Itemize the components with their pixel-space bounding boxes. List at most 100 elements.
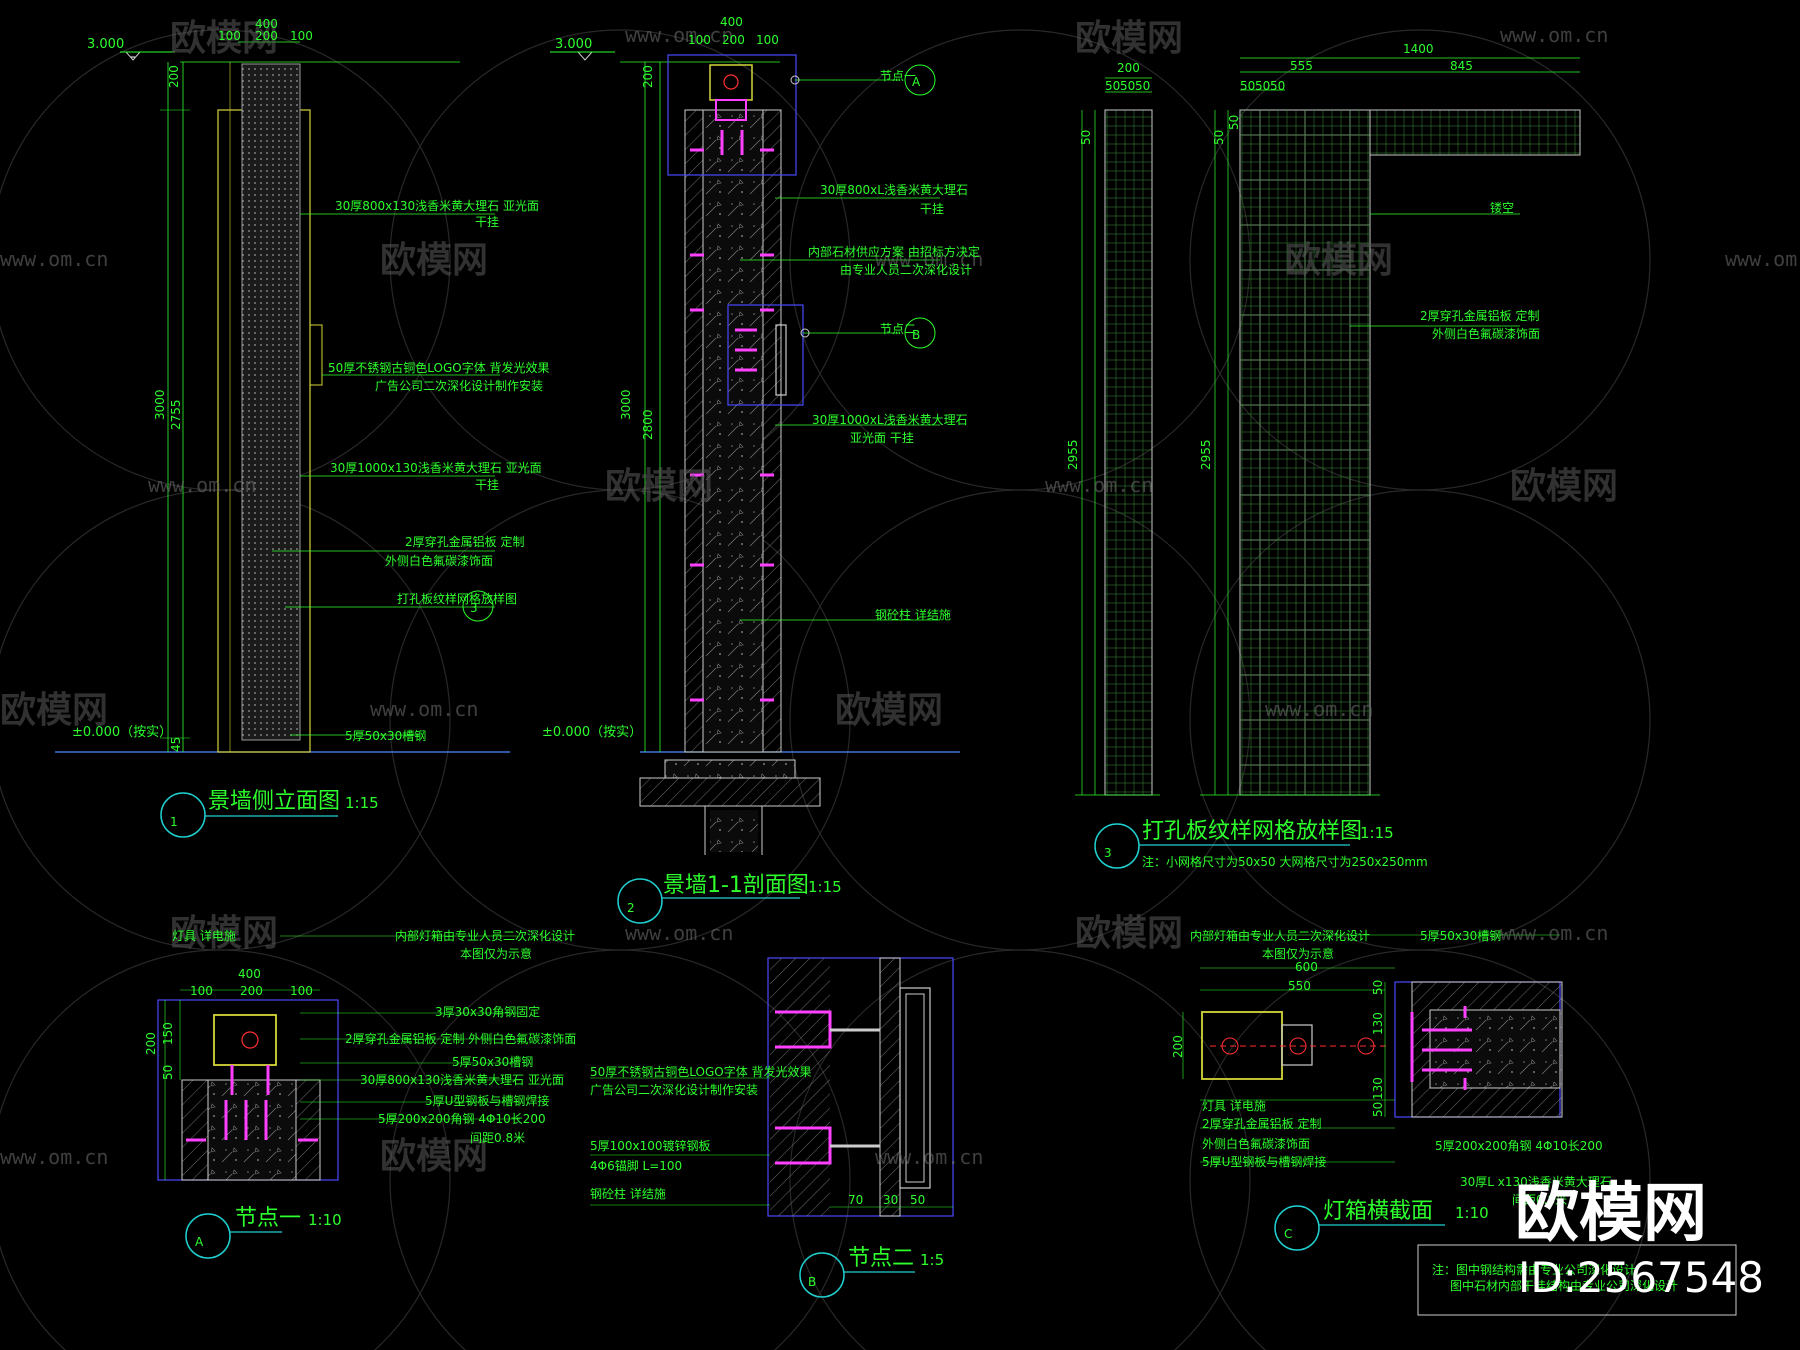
note-logo: 50厚不锈钢古铜色LOGO字体 背发光效果 [590,1064,812,1079]
callout-3-label: 3 [470,601,478,615]
drawing-3-text: 200 50 50 50 1400 555 845 50 50 50 2955 … [1066,42,1540,869]
dim-label: 200 [255,29,278,43]
watermark-brand: 欧模网 [1285,240,1393,281]
dim-label: 50 [1135,79,1150,93]
label-hollow: 镂空 [1490,201,1514,215]
note-perforated-panel: 2厚穿孔金属铝板 定制 外侧白色氟碳漆饰面 [345,1031,576,1046]
dim-label: 50 [1255,79,1270,93]
watermark-brand: 欧模网 [1075,913,1183,954]
drawing-2-title: 景墙1-1剖面图 [663,873,809,898]
dim-label: 200 [722,33,745,47]
level-bottom-label: ±0.000（按实） [542,725,642,740]
drawing-1-side-elevation [55,41,510,838]
note-lightbox-design: 内部灯箱由专业人员二次深化设计 [1190,928,1370,943]
note-steel-plate: 5厚100x100镀锌钢板 [590,1139,711,1153]
dim-label: 600 [1295,960,1318,974]
dim-label: 2955 [1066,439,1080,470]
dim-label: 130 [1371,1012,1385,1035]
watermark-url: www.om.cn [625,921,733,945]
drawing-2-scale: 1:15 [808,878,842,896]
dim-label: 2955 [1199,439,1213,470]
note-anchor: 4Φ6锚脚 L=100 [590,1158,682,1173]
dim-width-label: 400 [720,15,743,29]
detail-c-title: 灯箱横截面 [1323,1199,1433,1224]
note-rc-column: 钢砼柱 详结施 [590,1186,666,1201]
note-dry-hang: 干挂 [475,215,499,229]
dim-label: 50 [1105,79,1120,93]
detail-a-text: 400 100 200 100 200 150 50 灯具 详电施 内部灯箱由专… [144,928,576,1249]
drawing-3-perforated-grid [1075,57,1581,869]
detail-a-node-one [157,935,520,1259]
note-dry-hang: 干挂 [920,202,944,216]
note-lamp: 灯具 详电施 [172,928,236,943]
detail-a-title: 节点一 [235,1206,301,1231]
watermark-url: www.om.cn [1500,23,1608,47]
dim-width-label: 400 [255,17,278,31]
dim-label: 50 [1212,130,1226,145]
note-channel-steel: 5厚50x30槽钢 [452,1055,533,1069]
drawing-2-text: 3.000 400 100 200 100 200 3000 2800 30厚8… [542,15,980,915]
dim-label: 200 [240,984,263,998]
note-stone-1000: 30厚1000x130浅香米黄大理石 亚光面 [330,461,542,475]
dim-label: 150 [161,1022,175,1045]
note-logo: 50厚不锈钢古铜色LOGO字体 背发光效果 [328,360,550,375]
note-schematic: 本图仅为示意 [460,946,532,961]
note-stone: 30厚L x130浅香米黄大理石 [1460,1175,1612,1189]
detail-a-scale: 1:10 [308,1211,342,1229]
dim-label: 130 [1371,1077,1385,1100]
corner-watermark-brand: 欧模网 [1515,1177,1707,1251]
corner-watermark: 欧模网 ID:2567548 [1515,1177,1764,1302]
callout-node-two-label: 节点二 [880,322,916,336]
dim-label: 50 [1371,1102,1385,1117]
footnote-line-1: 注：图中钢结构需由专业公司深化设计 [1432,1262,1636,1277]
dim-label: 100 [290,984,313,998]
callout-a-letter: A [912,75,921,89]
dim-label: 845 [1450,59,1473,73]
dim-label: 50 [1270,79,1285,93]
note-channel-steel: 5厚50x30槽钢 [1420,929,1501,943]
drawing-1-title: 景墙侧立面图 [208,789,340,814]
detail-a-letter: A [195,1235,204,1249]
note-spacing: 间距0.8米 [1512,1193,1567,1207]
drawing-1-scale: 1:15 [345,794,379,812]
note-angle-200: 5厚200x200角钢 4Φ10长200 [378,1112,546,1126]
dim-label: 200 [641,65,655,88]
note-perforated-panel: 2厚穿孔金属铝板 定制 [405,534,524,549]
note-spacing: 间距0.8米 [470,1131,525,1145]
dim-label: 50 [1240,79,1255,93]
detail-b-scale: 1:5 [920,1251,944,1269]
note-fluorocarbon: 外侧白色氟碳漆饰面 [385,553,493,568]
note-channel-steel: 5厚50x30槽钢 [345,729,426,743]
note-stone-1000L: 30厚1000xL浅香米黄大理石 [812,413,968,427]
watermark-url: www.om.cn [1725,247,1800,271]
watermark-url: www.om.cn [0,1145,108,1169]
watermark-brand: 欧模网 [605,466,713,507]
watermark-url: www.om.cn [148,473,256,497]
dim-label: 400 [238,967,261,981]
note-matte-dry-hang: 亚光面 干挂 [850,431,914,445]
note-rc-column: 钢砼柱 详结施 [875,607,951,622]
detail-b-text: 70 30 50 50厚不锈钢古铜色LOGO字体 背发光效果 广告公司二次深化设… [590,1064,944,1289]
dim-label: 100 [218,29,241,43]
drawing-3-scale: 1:15 [1360,824,1394,842]
note-logo-install: 广告公司二次深化设计制作安装 [590,1082,758,1097]
dim-label: 2800 [641,409,655,440]
detail-b-node-two [590,957,954,1298]
note-stone-support: 内部石材供应方案 由招标方决定 [808,244,980,259]
dim-label: 200 [1171,1035,1185,1058]
drawing-3-note: 注：小网格尺寸为50x50 大网格尺寸为250x250mm [1142,854,1428,869]
dim-label: 550 [1288,979,1311,993]
note-dry-hang: 干挂 [475,478,499,492]
dim-label: 50 [910,1193,925,1207]
drawing-1-text: 3.000 400 100 200 100 200 3000 2755 45 3… [72,17,550,829]
watermarks: 欧模网 欧模网 www.om.cn www.om.cn 欧模网 欧模网 www.… [0,18,1800,1177]
note-angle-steel: 3厚30x30角钢固定 [435,1004,540,1019]
note-secondary-design: 由专业人员二次深化设计 [840,262,972,277]
drawing-2-section [550,51,960,924]
label-perforated-panel: 2厚穿孔金属铝板 定制 [1420,308,1539,323]
dim-label: 1400 [1403,42,1434,56]
dim-label: 50 [1079,130,1093,145]
dim-label: 70 [848,1193,863,1207]
